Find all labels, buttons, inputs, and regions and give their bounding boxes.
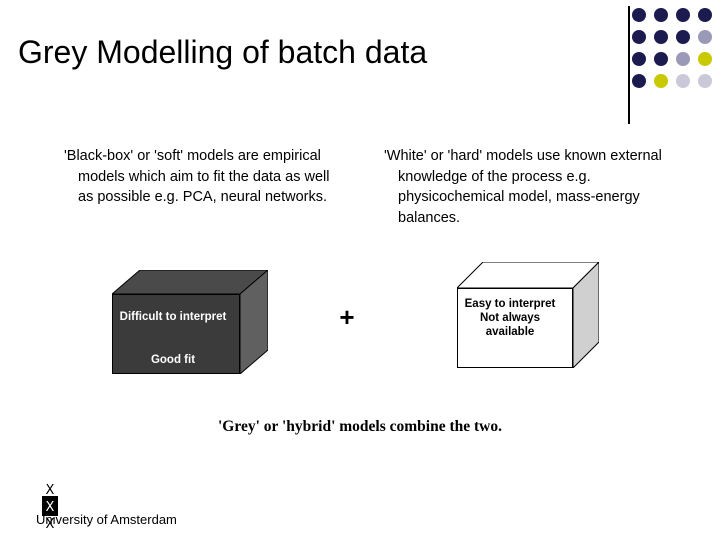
- dot: [676, 74, 690, 88]
- dot: [698, 30, 712, 44]
- dot: [698, 52, 712, 66]
- dot: [676, 52, 690, 66]
- white-box-cube: [455, 260, 601, 370]
- svg-text:X: X: [46, 517, 55, 530]
- footer-organisation: University of Amsterdam: [36, 512, 177, 527]
- black-cube-shape: [110, 268, 270, 376]
- black-cube-label-goodfit: Good fit: [150, 354, 196, 366]
- dot: [654, 30, 668, 44]
- svg-text:X: X: [46, 500, 55, 515]
- dot: [654, 8, 668, 22]
- white-cube-label-available: Not always available: [479, 312, 541, 338]
- black-cube-label-difficult: Difficult to interpret: [119, 311, 227, 323]
- dot: [654, 52, 668, 66]
- white-cube-labels: Easy to interpret Not always available: [460, 297, 560, 339]
- dot: [698, 74, 712, 88]
- dot: [698, 8, 712, 22]
- dot-grid-decoration: [632, 8, 716, 100]
- black-box-description: 'Black-box' or 'soft' models are empiric…: [64, 146, 344, 208]
- plus-operator: +: [339, 302, 355, 332]
- uva-logo: X X X: [42, 483, 58, 530]
- svg-text:X: X: [46, 483, 55, 498]
- dot: [676, 8, 690, 22]
- white-box-description: 'White' or 'hard' models use known exter…: [384, 146, 674, 228]
- conclusion-text: 'Grey' or 'hybrid' models combine the tw…: [217, 418, 503, 435]
- white-cube-shape: [455, 260, 601, 370]
- dot: [632, 74, 646, 88]
- black-box-description-text: 'Black-box' or 'soft' models are empiric…: [64, 148, 330, 205]
- dot: [632, 8, 646, 22]
- page-title: Grey Modelling of batch data: [18, 34, 428, 70]
- dot: [676, 30, 690, 44]
- black-box-cube: [110, 268, 270, 376]
- white-box-description-text: 'White' or 'hard' models use known exter…: [384, 148, 662, 226]
- title-vertical-rule: [628, 6, 630, 124]
- white-cube-label-easy: Easy to interpret: [464, 298, 556, 310]
- dot: [632, 52, 646, 66]
- dot: [654, 74, 668, 88]
- dot: [632, 30, 646, 44]
